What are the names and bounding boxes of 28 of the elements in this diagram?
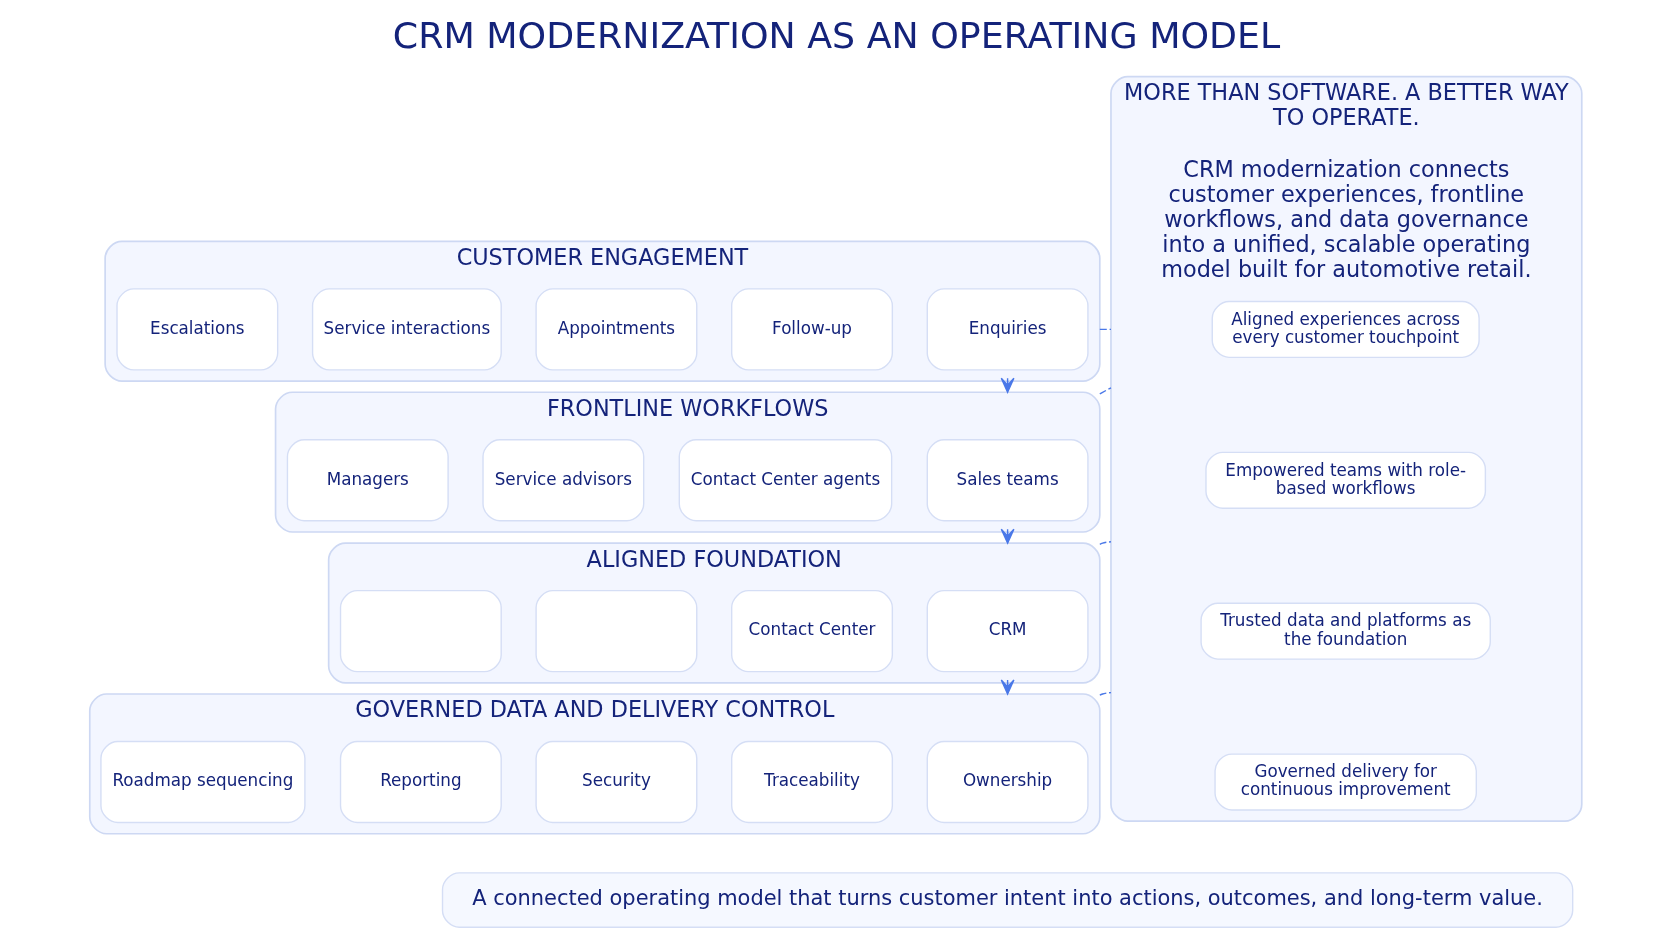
node-box: Governed delivery for continuous improvement [1213, 753, 1477, 811]
node-box: Sales teams [926, 439, 1089, 522]
node-box: Enquiries [926, 288, 1089, 371]
node-box [339, 589, 502, 673]
node-box: Traceability [730, 740, 893, 824]
connector [1098, 387, 1112, 395]
diagram-title: CRM MODERNIZATION AS AN OPERATING MODEL [392, 14, 1280, 58]
node-box: Escalations [115, 288, 278, 371]
connector [1098, 328, 1112, 331]
connector [1098, 691, 1112, 696]
node-box: Appointments [534, 288, 697, 371]
node-box: Ownership [926, 740, 1089, 824]
node-box: CRM [926, 589, 1089, 673]
node-box: Service advisors [481, 439, 644, 522]
node-box: Contact Center agents [678, 439, 892, 522]
node-box: Trusted data and platforms as the foundation [1199, 602, 1491, 660]
node-box: Contact Center [730, 589, 893, 673]
node-box: Aligned experiences across every customer touchpoint [1211, 300, 1480, 359]
node-box: Roadmap sequencing [99, 740, 306, 824]
node-box: Security [534, 740, 697, 824]
node-box: Reporting [339, 740, 502, 824]
node-box: Empowered teams with role-based workflows [1204, 451, 1486, 509]
node-box: Service interactions [311, 288, 502, 371]
node-box: Follow-up [730, 288, 893, 371]
node-box: A connected operating model that turns customer intent into actions, outcomes, and long-term value. [441, 872, 1573, 929]
node-box [534, 589, 697, 673]
node-box: Managers [286, 439, 449, 522]
connector [1098, 541, 1112, 546]
